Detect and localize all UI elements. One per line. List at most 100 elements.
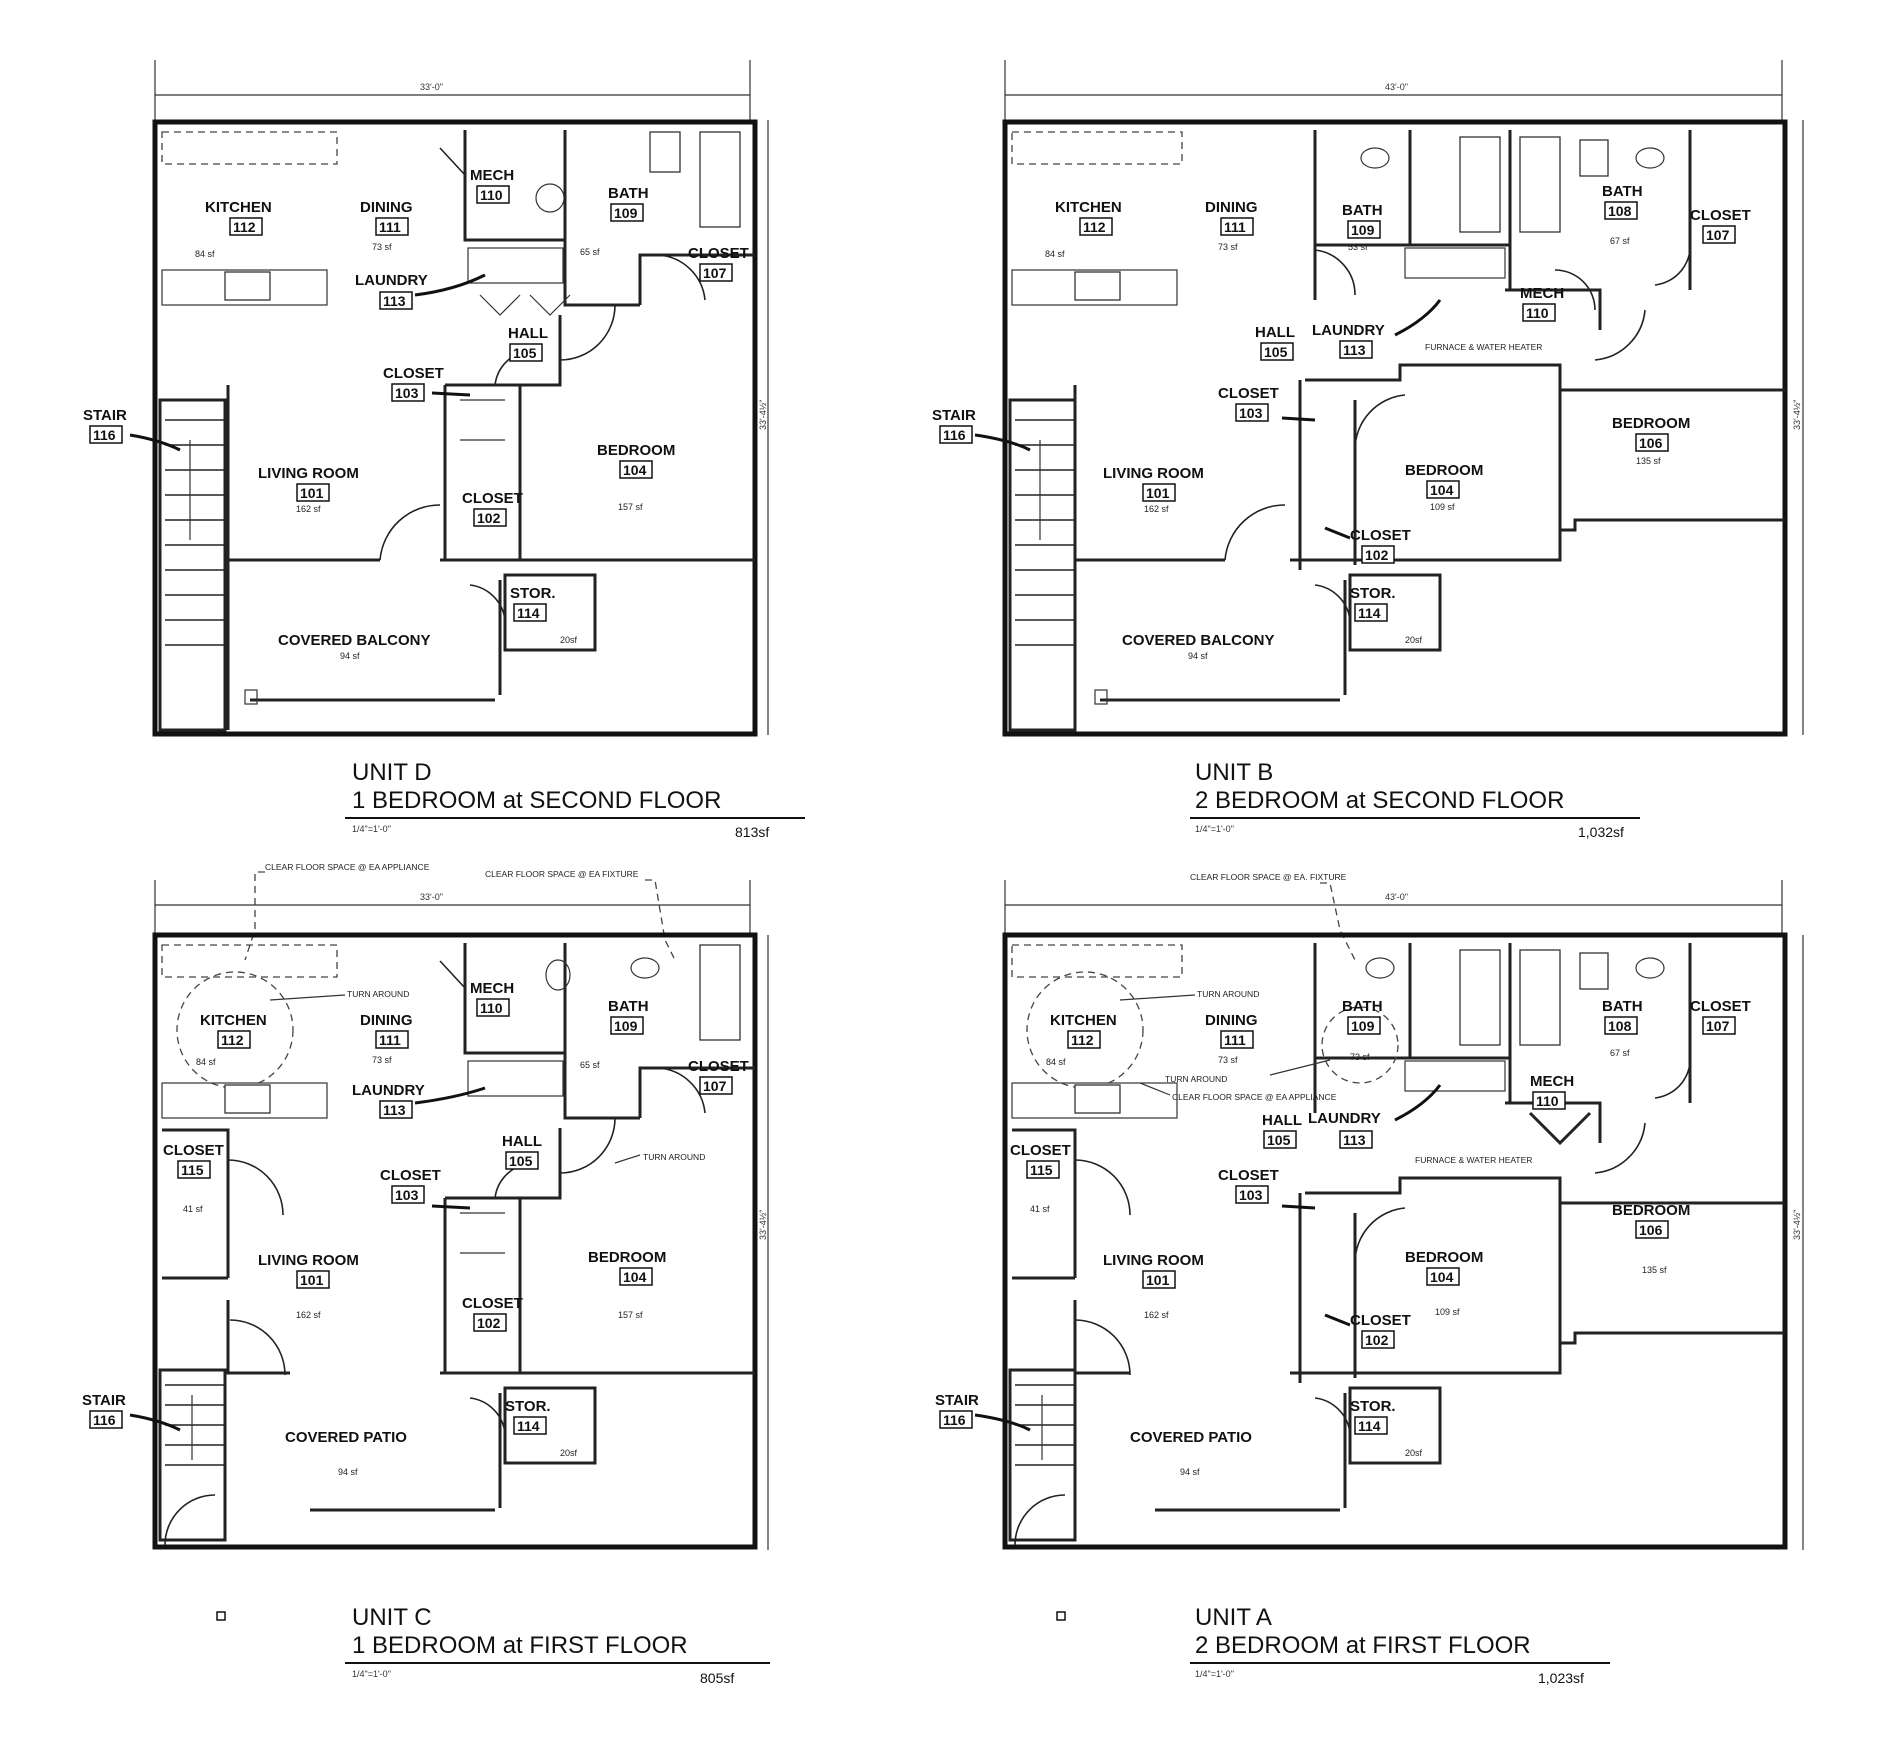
room-bath109-area: 53 sf [1348,242,1368,252]
room-closet115-number: 115 [1030,1162,1053,1178]
note-clear-appliance: CLEAR FLOOR SPACE @ EA APPLIANCE [265,862,430,872]
room-balcony-area: 94 sf [1188,651,1208,661]
room-hall-label: HALL [1262,1112,1302,1129]
room-stor-label: STOR. [505,1398,551,1415]
unit-area: 805sf [700,1670,734,1686]
room-kitchen-number: 112 [1071,1032,1094,1048]
room-stair-number: 116 [943,1412,966,1428]
room-closet107-number: 107 [703,265,727,281]
room-hall-number: 105 [1267,1132,1291,1148]
unit-a-plan: 43'-0" 33'-4½" CLEAR FLOOR SPACE @ EA. F… [935,872,1804,1686]
room-kitchen-number: 112 [1083,219,1106,235]
room-stair-label: STAIR [932,407,976,424]
room-closet102-number: 102 [477,510,501,526]
unit-title: UNIT D [352,759,432,786]
room-dining-area: 73 sf [1218,1055,1238,1065]
room-stair-number: 116 [93,1412,116,1428]
room-kitchen-area: 84 sf [195,249,215,259]
unit-area: 1,023sf [1538,1670,1584,1686]
room-stor-area: 20sf [560,1448,578,1458]
room-bath108-label: BATH [1602,998,1643,1015]
room-bedroom-label: BEDROOM [588,1249,666,1266]
room-living-number: 101 [1146,1272,1170,1288]
room-closet103-number: 103 [1239,405,1263,421]
room-bedroom104-number: 104 [1430,1269,1454,1285]
room-closet103-number: 103 [395,385,419,401]
room-closet107-label: CLOSET [688,1058,749,1075]
room-bath-area: 65 sf [580,1060,600,1070]
room-hall-number: 105 [509,1153,533,1169]
room-kitchen-label: KITCHEN [1050,1012,1117,1029]
room-mech-number: 110 [480,187,503,203]
room-bath109-label: BATH [1342,202,1383,219]
unit-title: UNIT C [352,1604,432,1631]
unit-area: 1,032sf [1578,824,1624,840]
unit-subtitle: 2 BEDROOM at FIRST FLOOR [1195,1632,1531,1659]
room-dining-area: 73 sf [1218,242,1238,252]
unit-c-plan: 33'-0" 33'-4½" CLEAR FLOOR SPACE @ EA AP… [82,862,770,1686]
room-closet107-label: CLOSET [1690,998,1751,1015]
room-bedroom104-label: BEDROOM [1405,462,1483,479]
room-bath109-number: 109 [1351,1018,1375,1034]
room-patio-area: 94 sf [1180,1467,1200,1477]
room-stor-label: STOR. [1350,585,1396,602]
room-living-label: LIVING ROOM [1103,465,1204,482]
room-bath-area: 65 sf [580,247,600,257]
room-living-area: 162 sf [296,504,321,514]
room-closet102-number: 102 [1365,547,1389,563]
depth-dimension: 33'-4½" [758,400,768,430]
furnace-note: FURNACE & WATER HEATER [1415,1155,1532,1165]
room-bath108-number: 108 [1608,203,1632,219]
room-mech-number: 110 [1536,1093,1559,1109]
depth-dimension: 33'-4½" [758,1210,768,1240]
room-stor-area: 20sf [1405,635,1423,645]
room-bath108-number: 108 [1608,1018,1632,1034]
room-closet107-number: 107 [703,1078,727,1094]
room-balcony-area: 94 sf [340,651,360,661]
room-dining-number: 111 [1224,1032,1246,1048]
room-bedroom106-area: 135 sf [1636,456,1661,466]
room-dining-area: 73 sf [372,242,392,252]
unit-subtitle: 1 BEDROOM at FIRST FLOOR [352,1632,688,1659]
room-mech-label: MECH [1530,1073,1574,1090]
room-kitchen-area: 84 sf [196,1057,216,1067]
room-living-label: LIVING ROOM [258,1252,359,1269]
room-stair-label: STAIR [83,407,127,424]
depth-dimension: 33'-4½" [1792,400,1802,430]
room-bedroom106-label: BEDROOM [1612,1202,1690,1219]
room-closet102-label: CLOSET [1350,1312,1411,1329]
room-closet115-number: 115 [181,1162,204,1178]
room-laundry-label: LAUNDRY [1312,322,1385,339]
room-bath-label: BATH [608,998,649,1015]
room-closet103-label: CLOSET [383,365,444,382]
room-stor-label: STOR. [510,585,556,602]
room-stor-number: 114 [517,605,540,621]
room-patio-label: COVERED PATIO [285,1429,407,1446]
room-hall-label: HALL [502,1133,542,1150]
room-kitchen-number: 112 [233,219,256,235]
room-hall-number: 105 [513,345,537,361]
room-kitchen-area: 84 sf [1046,1057,1066,1067]
room-kitchen-label: KITCHEN [205,199,272,216]
room-hall-number: 105 [1264,344,1288,360]
room-stair-label: STAIR [82,1392,126,1409]
room-bath109-area: 73 sf [1350,1052,1370,1062]
room-bedroom104-label: BEDROOM [1405,1249,1483,1266]
room-laundry-number: 113 [383,1102,406,1118]
room-stor-number: 114 [1358,1418,1381,1434]
room-dining-label: DINING [360,199,413,216]
room-bedroom106-number: 106 [1639,435,1663,451]
room-bath109-number: 109 [1351,222,1375,238]
room-patio-area: 94 sf [338,1467,358,1477]
room-bedroom106-label: BEDROOM [1612,415,1690,432]
room-mech-label: MECH [1520,285,1564,302]
room-kitchen-label: KITCHEN [200,1012,267,1029]
room-living-number: 101 [300,485,324,501]
room-dining-number: 111 [379,1032,401,1048]
unit-scale: 1/4"=1'-0" [1195,824,1234,834]
room-bath108-area: 67 sf [1610,236,1630,246]
unit-area: 813sf [735,824,769,840]
room-patio-label: COVERED PATIO [1130,1429,1252,1446]
room-closet103-number: 103 [1239,1187,1263,1203]
